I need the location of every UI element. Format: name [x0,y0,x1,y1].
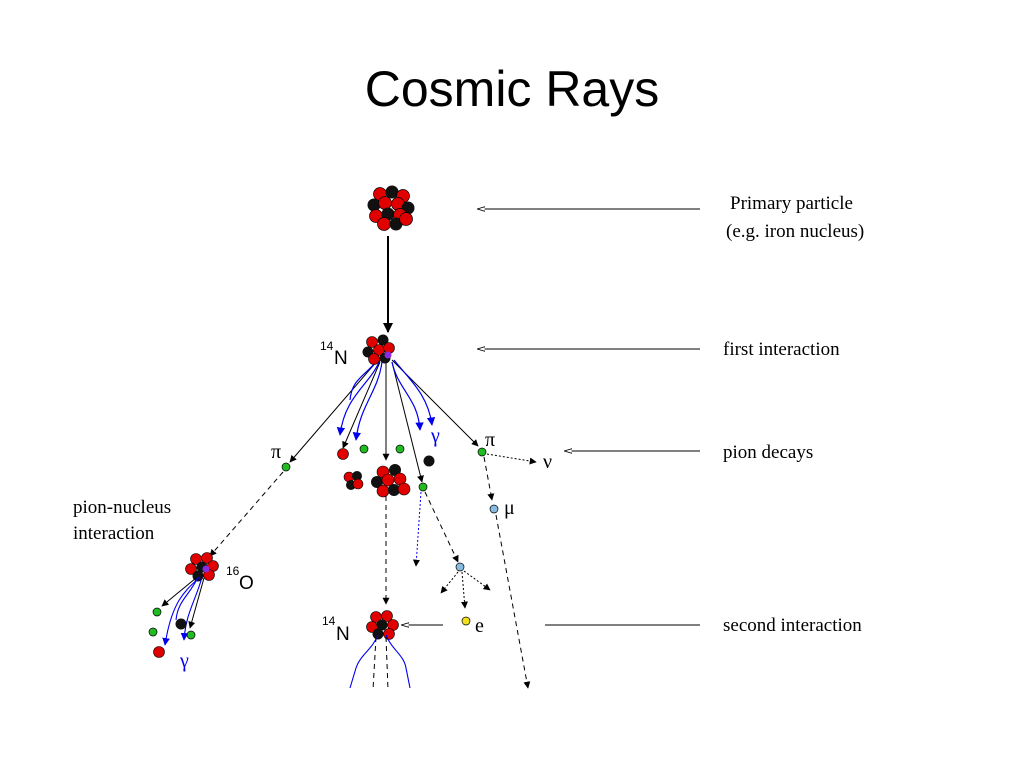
muon-symbol: μ [504,497,515,519]
n14-top-mass: 14 [320,339,334,353]
muon-decay-left [440,571,459,594]
n14-bottom-mass: 14 [322,614,336,628]
oxygen-pion-1 [152,607,162,617]
pion-mid-2 [395,444,405,454]
pion-right-to-muon [483,456,495,501]
primary-nucleus [367,185,415,231]
oxygen-neutron [175,618,187,630]
muon-decay-right [463,570,491,591]
pion-center-to-muon [424,491,459,563]
gamma-top-symbol: γ [430,425,440,447]
label-primary-line2: (e.g. iron nucleus) [726,221,864,242]
first-interaction-nucleus [362,334,395,365]
label-first-interaction: first interaction [723,339,840,360]
pion-left [281,462,291,472]
gamma-curve-1 [336,359,381,436]
oxygen-gamma-2 [180,576,203,641]
fragment-small [343,471,364,490]
pion-center-neutrino [412,491,422,567]
muon-decaying [455,562,465,572]
label-second-interaction: second interaction [723,615,862,636]
gamma-bottom-symbol: γ [179,650,189,672]
gamma-curve-2 [352,361,383,441]
second-dashed-1 [372,636,377,691]
n14-top-symbol: N [334,348,348,369]
oxygen-line-2 [188,577,205,629]
muon [489,504,499,514]
line-to-left-nucleons [342,361,381,449]
n14-bottom-symbol: N [336,624,350,645]
electron [461,616,471,626]
pion-right-to-neutrino [486,453,537,465]
label-primary-line1: Primary particle [730,193,853,214]
oxygen-line-1 [161,577,197,607]
second-interaction-nucleus [366,610,399,640]
label-pion-decays: pion decays [723,442,813,463]
line-to-pi-left [289,359,379,463]
oxygen-pion-2 [148,627,158,637]
slide-title: Cosmic Rays [364,61,660,117]
proton-left [337,448,349,460]
neutrino-symbol: ν [543,451,552,473]
oxygen-pion-3 [186,630,196,640]
neutron-right [423,455,435,467]
second-shower-left [349,634,379,689]
gamma-curve-5 [349,361,377,401]
line-to-pi-center [391,361,424,483]
pion-right [477,447,487,457]
oxygen-gamma-3 [162,576,201,646]
o16-mass: 16 [226,564,240,578]
pion-mid-1 [359,444,369,454]
pion-left-dashed [209,471,284,557]
muon-decay-down [460,571,468,609]
pion-center [418,482,428,492]
gamma-curve-4 [393,359,436,426]
oxygen-proton [153,646,165,658]
label-pion-nucleus-line1: pion-nucleus [73,497,171,518]
electron-symbol: e [475,615,484,637]
pi-right-symbol: π [485,429,495,451]
gamma-curve-3 [391,361,424,431]
second-dashed-2 [385,636,389,691]
second-shower-right [385,634,411,689]
pi-left-symbol: π [271,441,281,463]
oxygen-nucleus [185,552,219,582]
o16-symbol: O [239,573,254,594]
muon-long-dashed [495,514,531,689]
fragment-large [371,464,411,498]
label-pion-nucleus-line2: interaction [73,523,155,544]
